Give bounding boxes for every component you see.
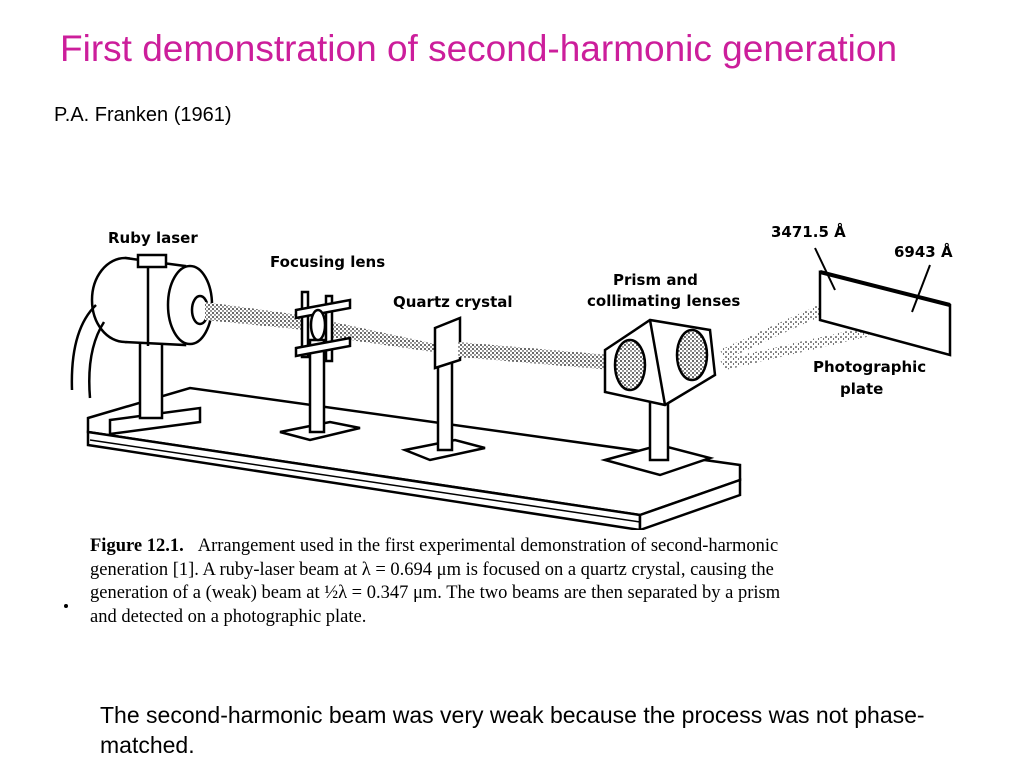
laser-beam xyxy=(205,302,305,330)
label-plate: plate xyxy=(840,380,883,398)
label-wavelength-short: 3471.5 Å xyxy=(771,222,846,241)
slide-title: First demonstration of second-harmonic g… xyxy=(60,28,898,69)
caption-line-2: generation [1]. A ruby-laser beam at λ =… xyxy=(90,559,774,580)
caption-line-1: Figure 12.1.Arrangement used in the firs… xyxy=(90,536,779,556)
focused-beam xyxy=(315,318,440,353)
figure-caption: Figure 12.1.Arrangement used in the firs… xyxy=(90,535,950,629)
footer-note: The second-harmonic beam was very weak b… xyxy=(100,702,925,758)
photographic-plate xyxy=(818,270,952,357)
label-prism: Prism and xyxy=(613,271,698,289)
experiment-diagram: Ruby laser Focusing lens Quartz crystal … xyxy=(70,222,953,530)
caption-line-3: generation of a (weak) beam at ½λ = 0.34… xyxy=(90,583,781,603)
focusing-lens xyxy=(279,290,361,442)
figure-label: Figure 12.1. xyxy=(90,536,184,556)
mixed-beam xyxy=(458,342,612,370)
label-photographic: Photographic xyxy=(813,358,926,376)
quartz-crystal xyxy=(400,316,486,462)
caption-line-4: and detected on a photographic plate. xyxy=(90,606,367,627)
stray-dot xyxy=(64,604,68,608)
slide-subtitle: P.A. Franken (1961) xyxy=(54,104,232,126)
ruby-laser xyxy=(70,253,214,436)
label-collimating-lenses: collimating lenses xyxy=(587,292,740,310)
prism-assembly xyxy=(600,318,717,477)
label-focusing-lens: Focusing lens xyxy=(270,253,385,271)
label-pointers xyxy=(814,247,931,313)
label-ruby-laser: Ruby laser xyxy=(108,229,198,247)
label-wavelength-long: 6943 Å xyxy=(894,242,953,261)
label-quartz-crystal: Quartz crystal xyxy=(393,293,513,311)
